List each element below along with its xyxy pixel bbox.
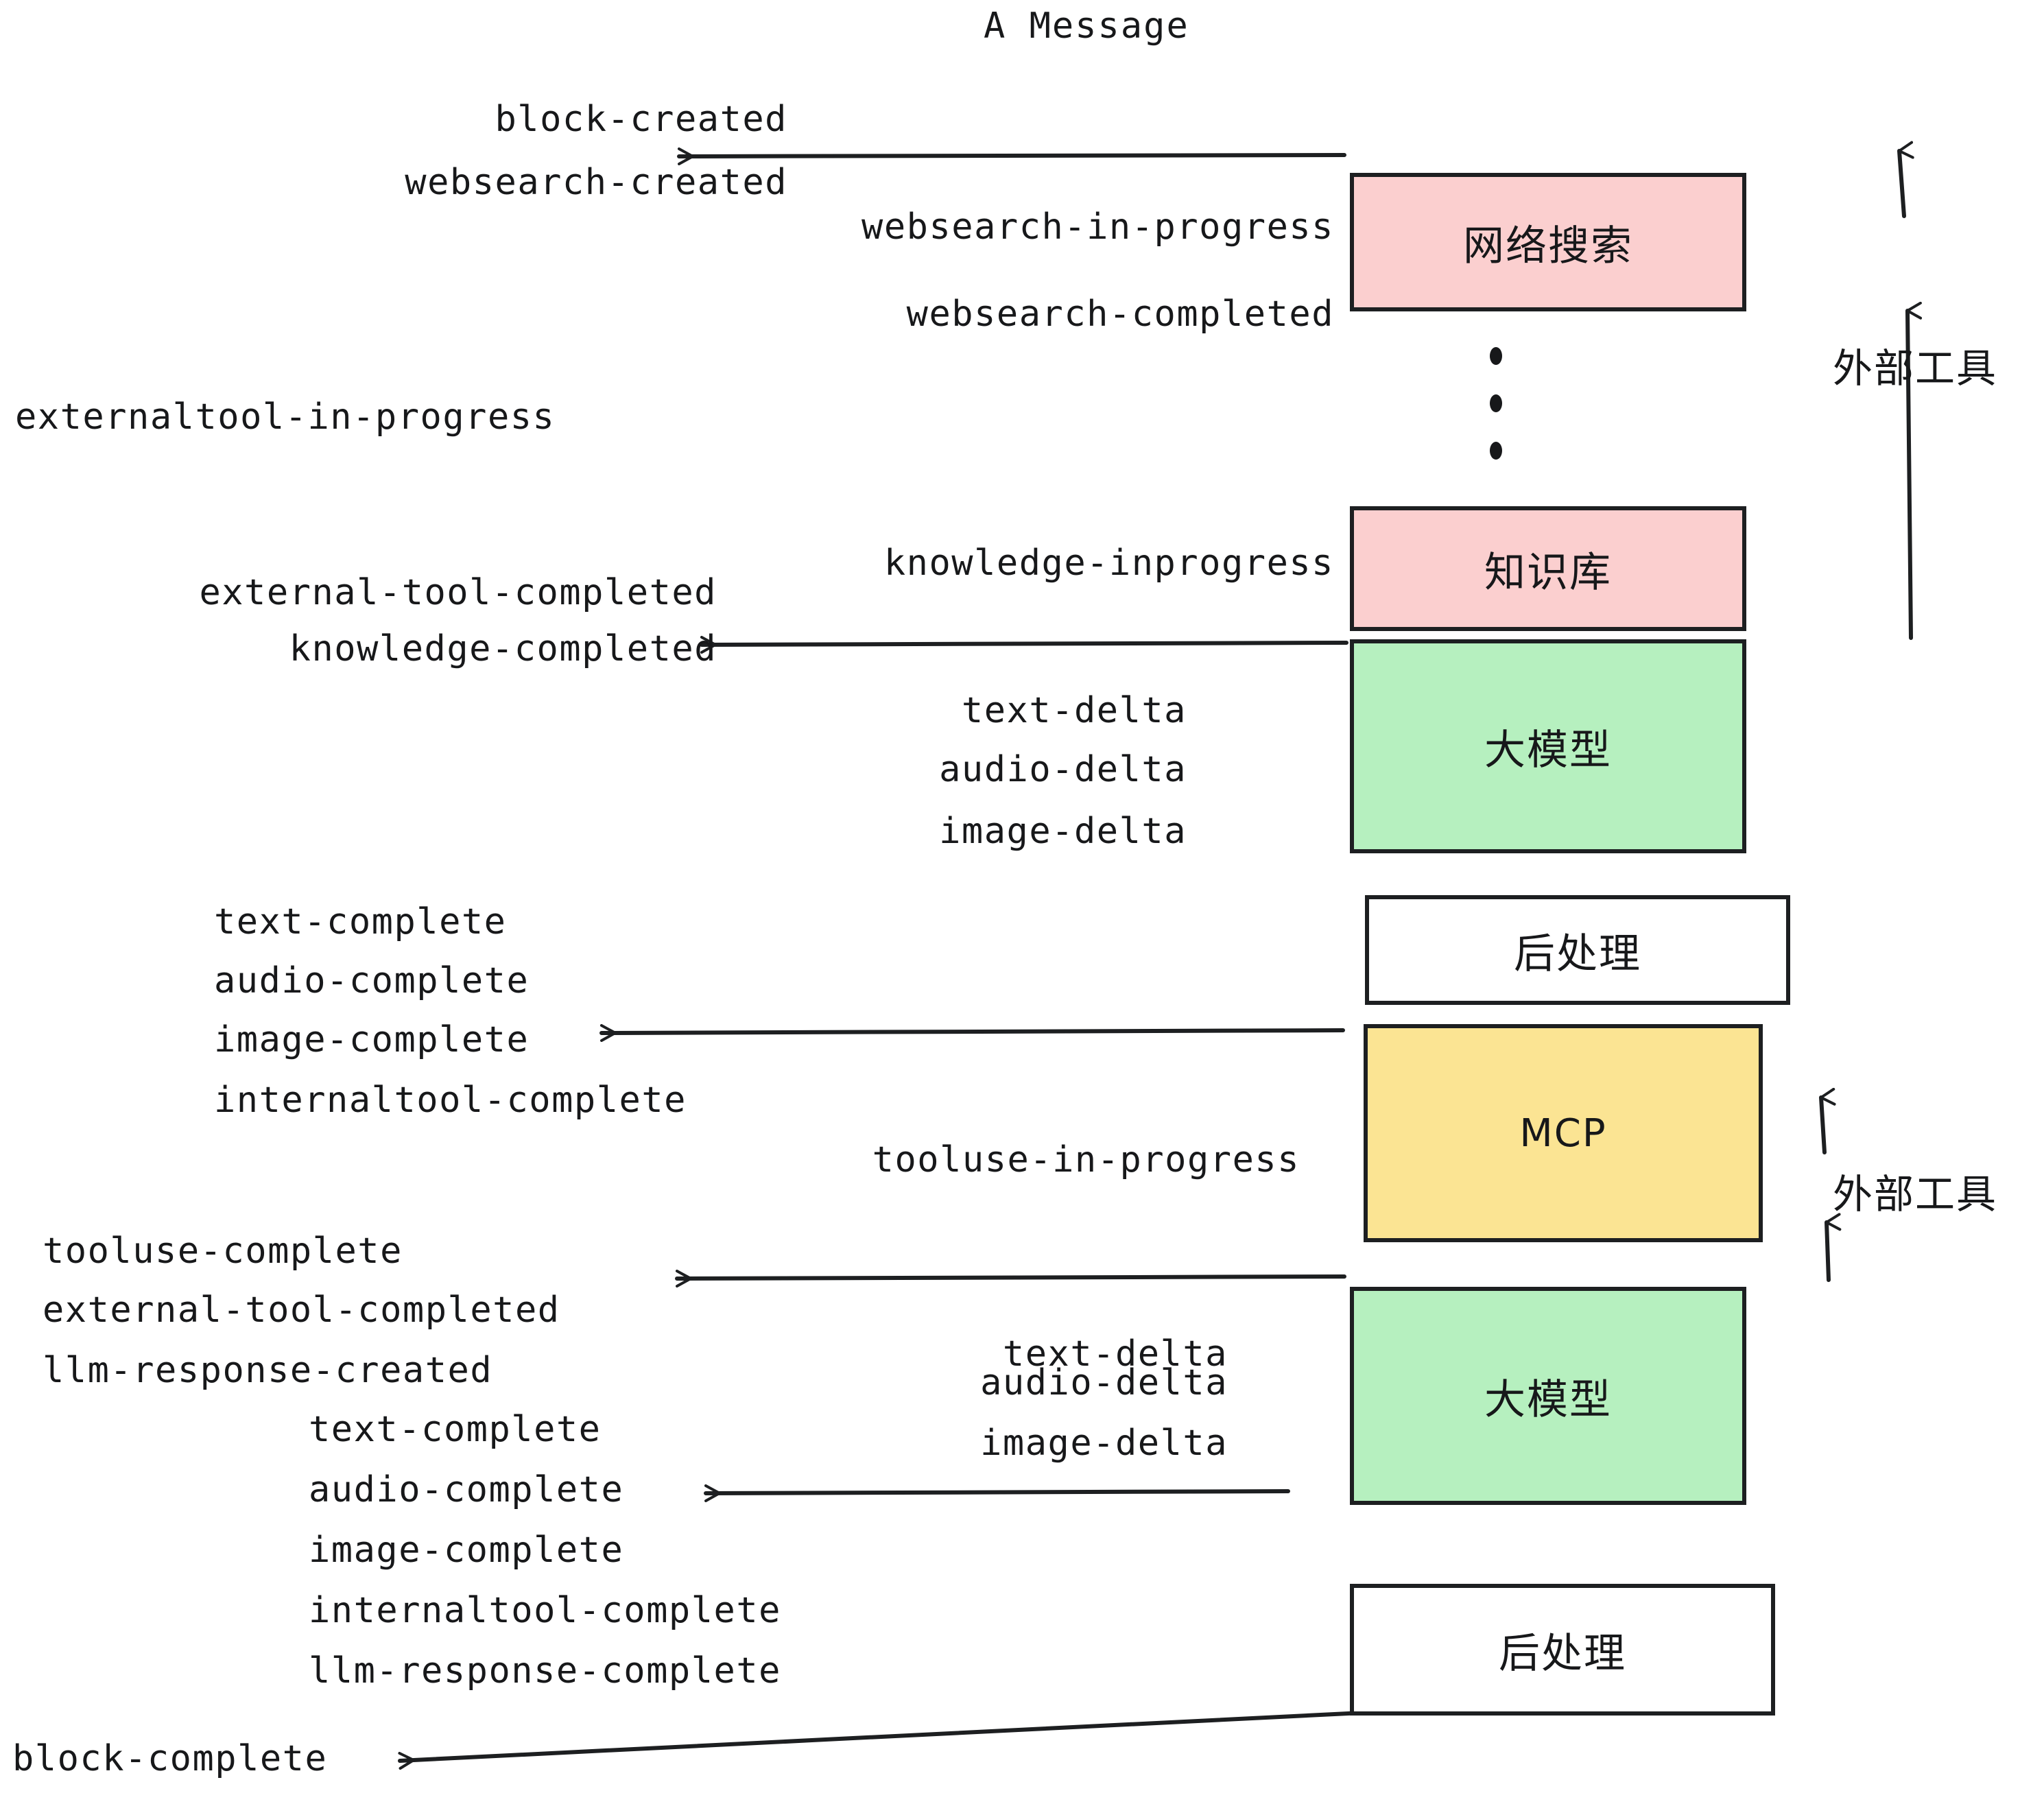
event-text-complete-1: text-complete [214, 901, 507, 942]
node-postprocess-2[interactable]: 后处理 [1350, 1584, 1775, 1716]
node-llm-1[interactable]: 大模型 [1350, 639, 1746, 853]
event-llm-response-created: llm-response-created [43, 1350, 493, 1391]
vertical-ellipsis [1490, 347, 1502, 460]
block-complete-arrow [398, 1711, 1364, 1770]
node-knowledge-label: 知识库 [1484, 548, 1612, 597]
event-text-delta-1: text-delta [961, 690, 1187, 731]
node-llm-1-label: 大模型 [1484, 726, 1612, 774]
external-tool-label-bottom: 外部工具 [1833, 1171, 1998, 1218]
event-externaltool-in-progress: externaltool-in-progress [15, 396, 556, 438]
websearch-created-arrow [677, 147, 1346, 165]
tooluse-complete-arrow [675, 1270, 1346, 1287]
image-complete-arrow [599, 1024, 1345, 1042]
event-internaltool-complete-2: internaltool-complete [309, 1590, 781, 1631]
event-image-complete-2: image-complete [309, 1530, 624, 1571]
event-websearch-in-progress: websearch-in-progress [861, 206, 1334, 248]
node-llm-2-label: 大模型 [1484, 1375, 1612, 1424]
external-tool-up-arrow-top [1897, 141, 1914, 218]
node-websearch[interactable]: 网络搜索 [1350, 173, 1746, 311]
event-audio-delta-1: audio-delta [939, 749, 1187, 790]
node-mcp[interactable]: MCP [1364, 1024, 1763, 1242]
node-mcp-label: MCP [1519, 1111, 1607, 1156]
node-postprocess-1[interactable]: 后处理 [1365, 895, 1790, 1005]
event-knowledge-completed: knowledge-completed [289, 628, 717, 669]
external-tool-up-arrow-bottom [1819, 1087, 1836, 1154]
event-tooluse-complete: tooluse-complete [43, 1231, 403, 1272]
event-text-complete-2: text-complete [309, 1409, 602, 1450]
event-image-delta-1: image-delta [939, 811, 1187, 852]
diagram-title: A Message [984, 5, 1189, 47]
node-postprocess-2-label: 后处理 [1499, 1629, 1626, 1678]
event-external-tool-completed-2: external-tool-completed [43, 1290, 560, 1331]
event-knowledge-inprogress: knowledge-inprogress [883, 543, 1334, 584]
node-llm-2[interactable]: 大模型 [1350, 1287, 1746, 1505]
event-internaltool-complete-1: internaltool-complete [214, 1080, 687, 1121]
event-audio-complete-1: audio-complete [214, 960, 530, 1001]
knowledge-completed-arrow [700, 636, 1348, 654]
external-tool-down-arrow-bottom [1825, 1213, 1842, 1282]
event-block-created: block-created [495, 99, 787, 140]
node-knowledge[interactable]: 知识库 [1350, 506, 1746, 631]
event-tooluse-in-progress: tooluse-in-progress [872, 1139, 1300, 1180]
event-llm-response-complete: llm-response-complete [309, 1650, 781, 1692]
event-image-delta-2: image-delta [980, 1423, 1228, 1464]
external-tool-label-top: 外部工具 [1833, 345, 1998, 392]
event-websearch-completed: websearch-completed [906, 294, 1334, 335]
event-audio-delta-2: audio-delta [980, 1362, 1228, 1403]
node-postprocess-1-label: 后处理 [1514, 929, 1641, 978]
event-external-tool-completed-1: external-tool-completed [199, 572, 717, 613]
event-image-complete-1: image-complete [214, 1019, 530, 1060]
audio-complete-arrow [704, 1484, 1290, 1502]
event-text-delta-2: text-delta [1002, 1333, 1228, 1375]
event-audio-complete-2: audio-complete [309, 1469, 624, 1510]
event-websearch-created: websearch-created [405, 162, 787, 203]
node-websearch-label: 网络搜索 [1463, 222, 1633, 270]
event-block-complete: block-complete [12, 1738, 328, 1779]
